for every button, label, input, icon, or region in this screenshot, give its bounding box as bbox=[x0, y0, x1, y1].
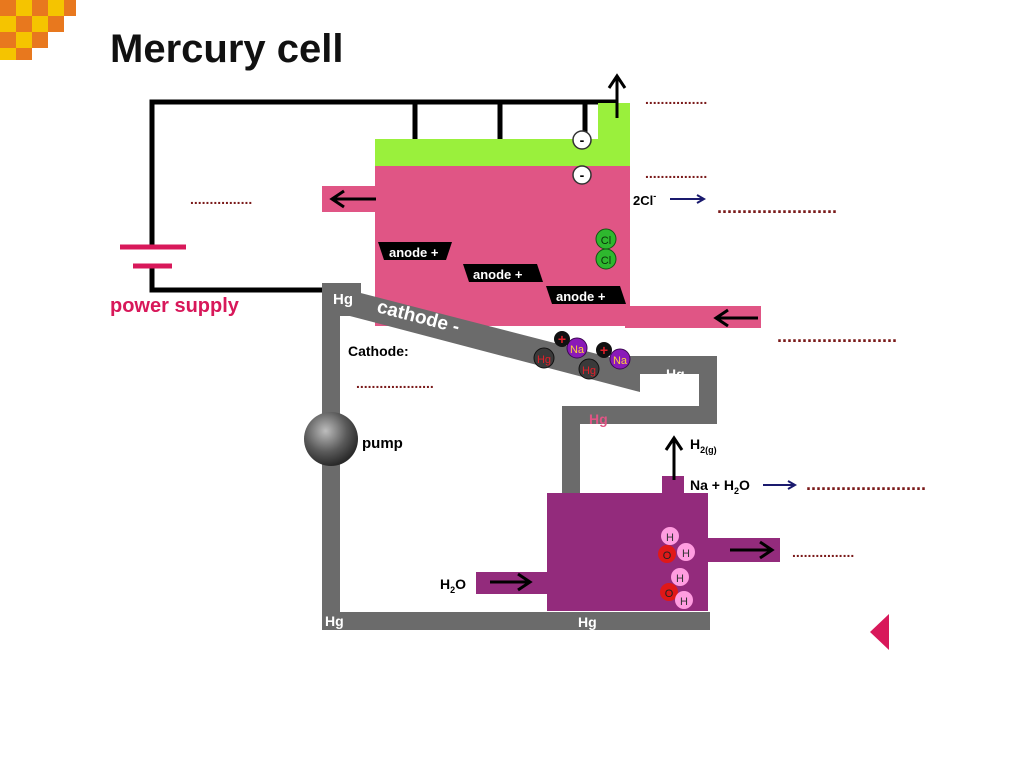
svg-text:-: - bbox=[580, 132, 585, 148]
svg-text:Na: Na bbox=[570, 344, 585, 356]
svg-text:Na: Na bbox=[613, 355, 628, 367]
svg-text:O: O bbox=[663, 550, 672, 562]
power-supply-label: power supply bbox=[110, 295, 240, 317]
svg-text:Hg: Hg bbox=[537, 354, 551, 366]
svg-text:Cl: Cl bbox=[601, 235, 611, 247]
chloride-arrow-icon bbox=[670, 194, 707, 204]
blank-decomposer-reaction: ........................ bbox=[806, 474, 926, 494]
svg-text:Hg: Hg bbox=[582, 365, 596, 377]
electron-2: - bbox=[572, 165, 592, 185]
hg-label-right: Hg bbox=[666, 366, 685, 382]
svg-text:H: H bbox=[666, 532, 674, 544]
hg-label-pink: Hg bbox=[589, 411, 608, 427]
blank-chlorine: ................ bbox=[645, 165, 707, 181]
decomposer-tank bbox=[476, 476, 780, 611]
brine-out-arrow-icon bbox=[329, 189, 376, 209]
anode-plate-3: anode + bbox=[546, 286, 626, 304]
hg-label-bottom: Hg bbox=[578, 614, 597, 630]
anode-label-3: anode + bbox=[556, 289, 606, 304]
battery-icon bbox=[120, 244, 186, 269]
cathode-question: Cathode: bbox=[348, 343, 409, 359]
anode-plate-2: anode + bbox=[463, 264, 543, 282]
blank-anode-reaction: ........................ bbox=[717, 197, 837, 217]
hydrogen-label: H2(g) bbox=[690, 436, 717, 455]
svg-text:Cl: Cl bbox=[601, 255, 611, 267]
pump-label: pump bbox=[362, 435, 403, 452]
svg-text:H: H bbox=[676, 573, 684, 585]
blank-naoh-out: ................ bbox=[792, 544, 854, 560]
anode-label-2: anode + bbox=[473, 267, 523, 282]
gas-out-arrow-icon bbox=[607, 73, 627, 118]
na-water-arrow-icon bbox=[763, 480, 798, 490]
svg-text:+: + bbox=[600, 342, 608, 358]
na-water-label: Na + H2O bbox=[690, 477, 750, 496]
hg-label-bottom-left: Hg bbox=[325, 613, 344, 629]
checker-logo bbox=[0, 0, 76, 60]
chloride-label: 2Cl- bbox=[633, 191, 656, 208]
hg-label-top: Hg bbox=[333, 291, 353, 308]
chlorine-atom-1: Cl bbox=[595, 228, 617, 250]
brine-in-arrow-icon bbox=[713, 308, 758, 328]
na-hg-cluster-1: Hg Na + bbox=[533, 331, 588, 369]
blank-gas-out: ................ bbox=[645, 91, 707, 107]
naoh-out-arrow-icon bbox=[730, 540, 775, 560]
page-title: Mercury cell bbox=[110, 27, 343, 71]
blank-brine-out: ................ bbox=[190, 191, 252, 207]
water-in-label: H2O bbox=[440, 576, 466, 595]
blank-brine-in: ........................ bbox=[777, 326, 897, 346]
water-in-arrow-icon bbox=[490, 572, 533, 592]
svg-text:-: - bbox=[580, 167, 585, 183]
svg-text:H: H bbox=[680, 596, 688, 608]
na-hg-cluster-2: Hg Na + bbox=[578, 342, 631, 380]
back-nav-arrow-icon[interactable] bbox=[870, 614, 889, 650]
blank-cathode: .................... bbox=[356, 375, 434, 391]
hydroxide-molecule-2: H O H bbox=[660, 568, 693, 609]
hydrogen-out-arrow-icon bbox=[664, 435, 684, 480]
svg-text:+: + bbox=[558, 331, 566, 347]
svg-text:H: H bbox=[682, 548, 690, 560]
anode-plate-1: anode + bbox=[378, 242, 452, 260]
hydroxide-molecule-1: H O H bbox=[658, 527, 695, 563]
pump-icon bbox=[304, 412, 358, 466]
electron-1: - bbox=[572, 130, 592, 150]
anode-label-1: anode + bbox=[389, 245, 439, 260]
chlorine-atom-2: Cl bbox=[595, 248, 617, 270]
svg-text:O: O bbox=[665, 588, 674, 600]
